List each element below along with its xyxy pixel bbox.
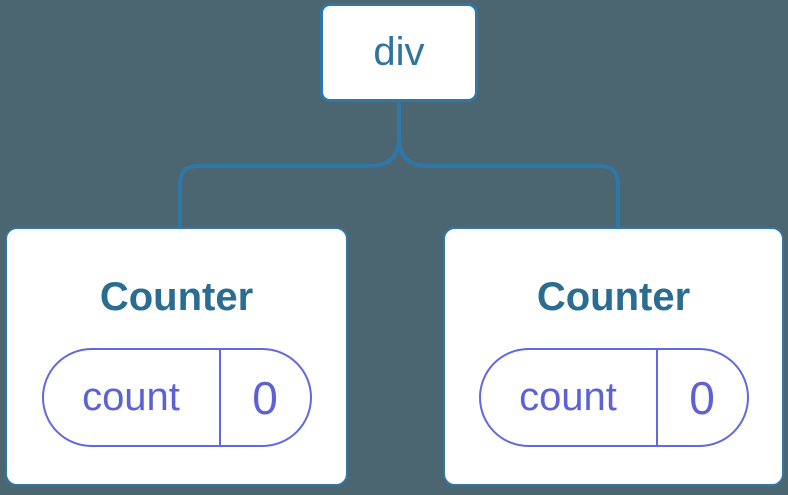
state-key-label: count [481, 350, 658, 445]
component-name: Counter [536, 275, 691, 319]
tree-node-counter-right: Counter count 0 [443, 227, 784, 486]
state-key-label: count [44, 350, 221, 445]
component-name: Counter [99, 275, 254, 319]
state-pill: count 0 [478, 348, 749, 447]
state-pill: count 0 [41, 348, 312, 447]
tree-node-counter-left: Counter count 0 [5, 227, 348, 486]
state-value: 0 [252, 371, 278, 424]
connector-left-branch [178, 101, 401, 227]
tree-node-root: div [320, 3, 478, 102]
root-node-label: div [373, 30, 425, 74]
connector-right-branch [397, 101, 620, 227]
state-value: 0 [689, 371, 715, 424]
